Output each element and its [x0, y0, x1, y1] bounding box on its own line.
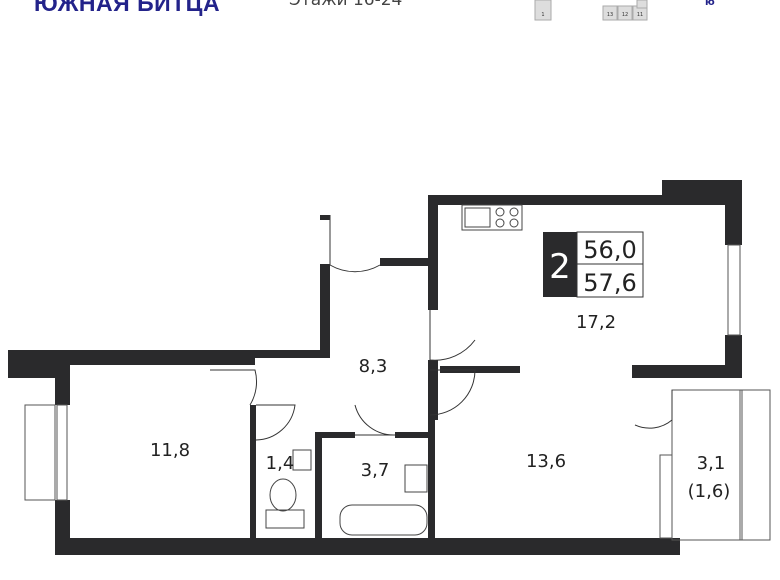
compass-icon: ю	[705, 0, 715, 8]
toilet-tank	[265, 509, 305, 529]
loggia-entry-door[interactable]	[634, 390, 673, 429]
key-section: 12	[622, 12, 628, 18]
wc-sink-icon	[292, 449, 312, 471]
key-section: 13	[607, 12, 613, 18]
loggia-window	[739, 389, 771, 541]
bedroom-right-door[interactable]	[429, 369, 476, 416]
area-badge: 2 56,0 57,6	[543, 231, 644, 298]
rooms-count: 2	[549, 247, 571, 287]
sink-icon	[464, 207, 491, 228]
room-area-kitchen: 17,2	[576, 312, 616, 333]
room-area-bedroom-left: 11,8	[150, 440, 190, 461]
room-area-hall: 8,3	[359, 356, 388, 377]
key-section: 11	[637, 12, 643, 18]
bathtub-icon	[339, 504, 428, 536]
entry-door[interactable]	[329, 215, 381, 273]
bath-sink-icon	[404, 464, 428, 493]
wc-door[interactable]	[255, 404, 296, 441]
bathroom-door[interactable]	[354, 404, 396, 436]
kitchen-door[interactable]	[429, 310, 476, 361]
bedroom-left-door[interactable]	[210, 369, 258, 406]
kitchen-counter	[461, 204, 523, 231]
brand-logo: ЮЖНАЯ БИТЦА	[34, 0, 221, 16]
window-left-frame	[56, 404, 68, 501]
living-area: 56,0	[583, 236, 636, 264]
room-area-loggia-reduced: (1,6)	[688, 481, 731, 502]
toilet-icon	[269, 478, 297, 512]
window-left	[24, 404, 56, 501]
room-area-loggia: 3,1	[697, 453, 726, 474]
key-plan: 1 13 12 11	[534, 0, 648, 21]
floors-label: Этажи 16-24	[289, 0, 403, 10]
key-section: 1	[541, 12, 544, 18]
total-area: 57,6	[583, 269, 636, 297]
stove-icon	[495, 207, 505, 217]
loggia-door	[659, 454, 673, 539]
room-area-bathroom: 3,7	[361, 460, 390, 481]
room-area-bedroom-right: 13,6	[526, 451, 566, 472]
walls	[8, 180, 742, 555]
room-area-wc: 1,4	[266, 453, 295, 474]
window-kitchen	[727, 244, 741, 336]
